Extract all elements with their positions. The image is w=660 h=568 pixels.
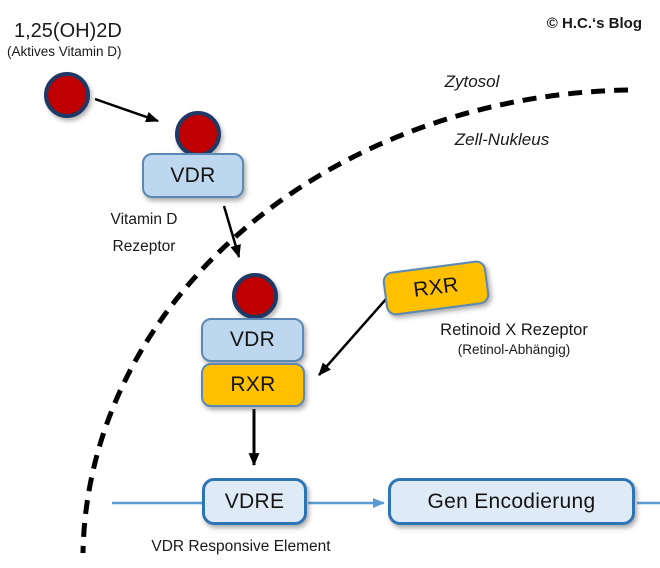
gene-encoding-label: Gen Encodierung bbox=[427, 489, 596, 513]
vitamin-d-ligand-bound-nucleus bbox=[232, 273, 278, 319]
region-label-cytosol: Zytosol bbox=[444, 72, 500, 91]
vdre-box-label: VDRE bbox=[224, 489, 285, 513]
vdr-caption-line2: Rezeptor bbox=[112, 238, 176, 256]
vdr-box-cytosol-label: VDR bbox=[170, 163, 216, 187]
rxr-box-bound-label: RXR bbox=[230, 373, 276, 396]
vitamin-d-ligand-free bbox=[44, 72, 90, 118]
vdr-caption-line1: Vitamin D bbox=[110, 211, 178, 228]
rxr-caption-note: (Retinol-Abhängig) bbox=[457, 342, 571, 357]
vdre-caption: VDR Responsive Element bbox=[151, 538, 331, 555]
rxr-box-bound: RXR bbox=[201, 363, 305, 407]
rxr-box-free-label: RXR bbox=[412, 273, 460, 302]
arrow-translocation bbox=[222, 205, 241, 259]
copyright-note: © H.C.‘s Blog bbox=[546, 15, 642, 32]
arrow-ligand-binding bbox=[94, 97, 160, 123]
arrow-rxr-binding bbox=[318, 297, 388, 376]
nuclear-membrane-dashed-curve bbox=[80, 87, 629, 554]
compound-subtitle: (Aktives Vitamin D) bbox=[7, 44, 122, 59]
compound-title: 1,25(OH)2D bbox=[14, 20, 122, 42]
vdr-box-nucleus-label: VDR bbox=[229, 328, 276, 351]
vdr-box-nucleus: VDR bbox=[201, 318, 304, 362]
region-label-nucleus: Zell-Nukleus bbox=[454, 130, 550, 149]
vdre-box: VDRE bbox=[202, 478, 307, 525]
gene-encoding-box: Gen Encodierung bbox=[388, 478, 635, 525]
rxr-caption: Retinoid X Rezeptor bbox=[440, 321, 588, 339]
vdr-caption: Vitamin D Rezeptor bbox=[84, 206, 204, 260]
vitamin-d-ligand-bound-cytosol bbox=[175, 111, 221, 157]
vdr-box-cytosol: VDR bbox=[142, 153, 244, 198]
